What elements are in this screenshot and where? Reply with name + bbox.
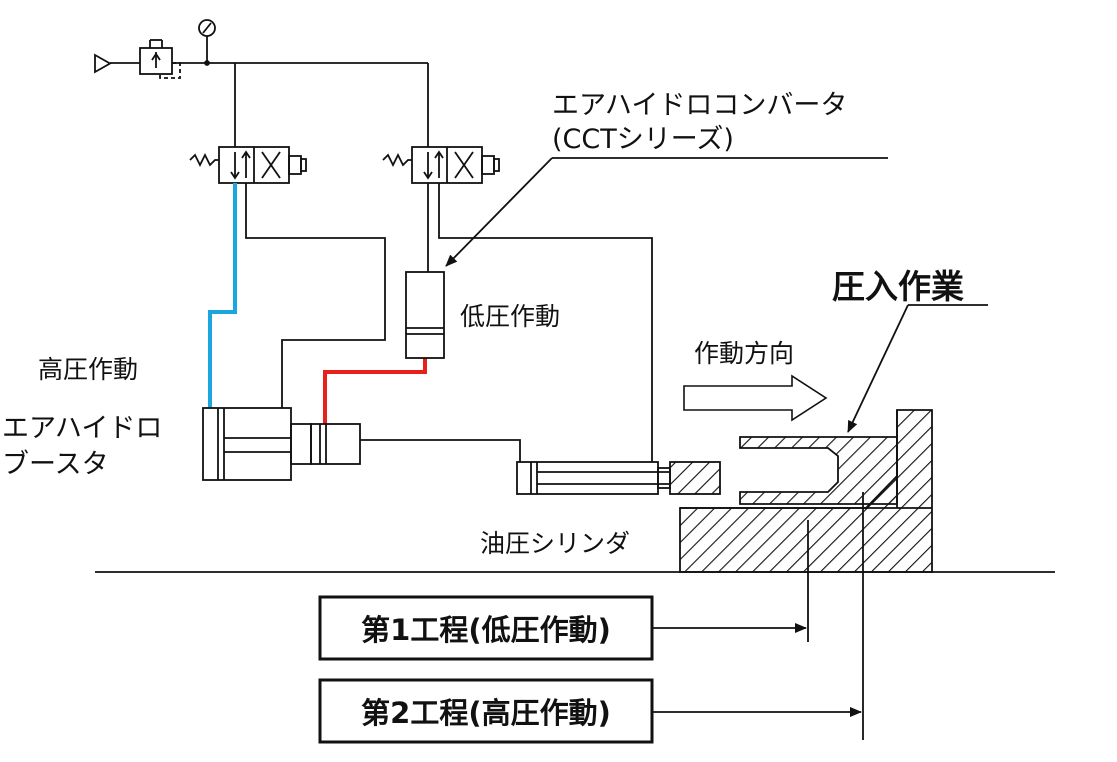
press-fit-label: 圧入作業 — [832, 267, 964, 306]
press-fit-fixture — [679, 409, 933, 573]
converter-leader — [445, 157, 888, 267]
air-hydro-booster — [202, 407, 361, 481]
low-pressure-line — [323, 358, 427, 424]
filter-regulator — [139, 39, 235, 79]
pressure-gauge — [198, 19, 216, 66]
cylinder-label: 油圧シリンダ — [480, 529, 630, 558]
booster-label-line2: ブースタ — [2, 449, 109, 480]
step2-label: 第2工程(高圧作動) — [361, 696, 611, 730]
converter-name-label: エアハイドロコンバータ — [552, 90, 847, 121]
direction-arrow — [683, 374, 828, 422]
low-pressure-label: 低圧作動 — [460, 302, 560, 331]
press-fit-leader — [847, 304, 988, 433]
high-pressure-label: 高圧作動 — [38, 355, 138, 384]
booster-label-line1: エアハイドロ — [2, 413, 162, 444]
air-hydro-converter — [405, 271, 445, 359]
air-supply-symbol — [94, 53, 140, 74]
hydraulic-cylinder — [516, 461, 721, 495]
converter-series-label: (CCTシリーズ) — [552, 124, 734, 155]
solenoid-valve-1 — [189, 146, 307, 184]
high-pressure-line — [208, 183, 237, 408]
step1-label: 第1工程(低圧作動) — [361, 613, 611, 647]
solenoid-valve-2 — [382, 146, 500, 184]
press-fit-workpiece — [739, 436, 898, 505]
step2-box — [318, 678, 654, 744]
air-piping — [245, 183, 653, 462]
direction-label: 作動方向 — [694, 339, 794, 368]
step1-box — [318, 595, 654, 661]
